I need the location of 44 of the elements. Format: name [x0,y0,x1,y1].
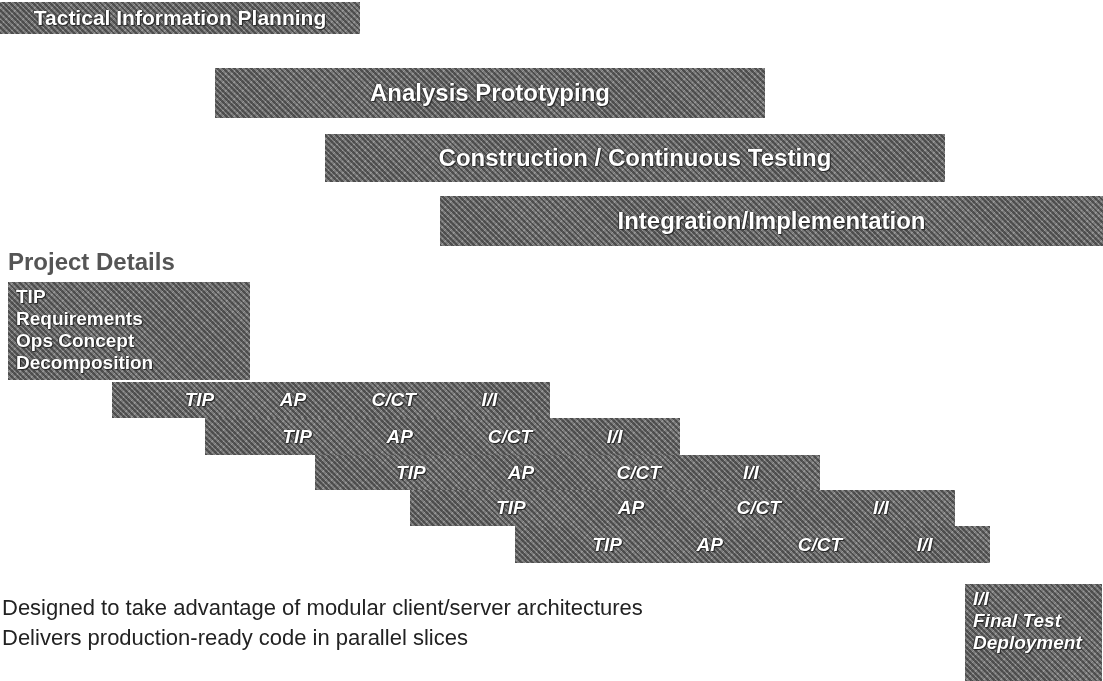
step-label: TIP [184,389,215,411]
detail-item: TIP [16,286,47,308]
step-label: AP [696,533,723,556]
phase-label: Analysis Prototyping [369,79,610,107]
step-label: C/CT [487,425,533,448]
step-label: I/I [481,389,498,411]
section-heading: Project Details [8,248,175,276]
slice-bar [205,418,680,455]
note-text: Delivers production-ready code in parallel slices [2,625,468,651]
phase-label: Construction / Continuous Testing [438,144,832,172]
final-item: Final Test [973,609,1063,632]
slice-bar [315,455,820,490]
phase-label: Tactical Information Planning [33,6,327,30]
step-label: AP [617,497,645,519]
phase-bar [440,196,1103,246]
phase-label: Integration/Implementation [617,207,926,235]
phase-bar [0,2,360,34]
final-item: Deployment [973,631,1084,654]
step-label: I/I [873,497,889,519]
step-label: TIP [496,497,526,519]
detail-item: Ops Concept [16,329,136,352]
phase-bar [215,68,765,118]
step-label: C/CT [616,461,661,484]
step-label: C/CT [797,533,843,556]
slice-bar [515,526,990,563]
step-label: C/CT [736,497,781,519]
detail-item: Requirements [16,307,144,330]
step-label: AP [386,425,413,448]
step-label: I/I [916,533,933,556]
step-label: TIP [282,425,312,448]
step-label: I/I [606,425,623,448]
phase-bar [325,134,945,182]
step-label: AP [279,389,307,411]
slice-bar [410,490,955,526]
step-label: I/I [743,461,759,484]
step-label: AP [507,461,535,484]
step-label: C/CT [371,389,416,411]
final-box [965,584,1102,681]
slice-bar [112,382,550,418]
final-item: I/I [973,588,990,610]
detail-item: Decomposition [16,351,155,374]
step-label: TIP [592,533,622,556]
note-text: Designed to take advantage of modular client/server architectures [2,595,643,621]
step-label: TIP [396,461,426,484]
